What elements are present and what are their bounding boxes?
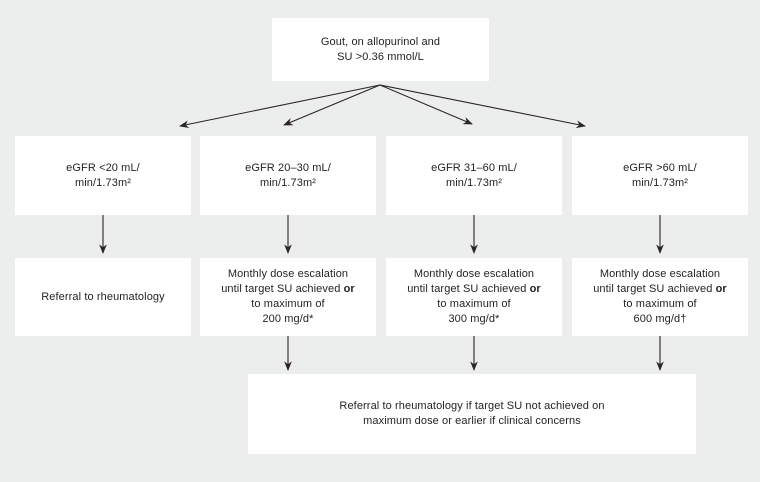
egfr-31-60-line1: eGFR 31–60 mL/ bbox=[431, 161, 517, 174]
action-box-dose-200: Monthly dose escalation until target SU … bbox=[200, 258, 376, 336]
dose-600-line2-text: until target SU achieved bbox=[593, 283, 713, 295]
dose-200-line4: 200 mg/d* bbox=[262, 313, 314, 325]
action-box-referral: Referral to rheumatology bbox=[15, 258, 191, 336]
dose-200-line3: to maximum of bbox=[251, 298, 325, 310]
top-condition-line2: SU >0.36 mmol/L bbox=[337, 50, 424, 63]
egfr-box-gt60: eGFR >60 mL/ min/1.73m² bbox=[572, 136, 748, 215]
egfr-20-30-line2: min/1.73m² bbox=[259, 176, 317, 189]
dose-200-line2: until target SU achieved or bbox=[221, 282, 355, 297]
dose-600-line2: until target SU achieved or bbox=[593, 282, 727, 297]
egfr-box-20-30: eGFR 20–30 mL/ min/1.73m² bbox=[200, 136, 376, 215]
dose-300-line2-text: until target SU achieved bbox=[407, 283, 527, 295]
arrow-top-to-egfr-gt60 bbox=[379, 84, 586, 129]
egfr-gt60-line1: eGFR >60 mL/ bbox=[623, 161, 697, 174]
dose-200-line1: Monthly dose escalation bbox=[227, 268, 349, 280]
egfr-lt20-line2: min/1.73m² bbox=[74, 176, 132, 189]
dose-200-line2-or: or bbox=[343, 283, 355, 295]
action-referral-text: Referral to rheumatology bbox=[41, 290, 165, 303]
egfr-box-lt20: eGFR <20 mL/ min/1.73m² bbox=[15, 136, 191, 215]
arrow-top-to-egfr-lt20 bbox=[179, 84, 381, 129]
egfr-lt20-line1: eGFR <20 mL/ bbox=[66, 161, 140, 174]
bottom-referral-box: Referral to rheumatology if target SU no… bbox=[248, 374, 696, 454]
dose-300-line2: until target SU achieved or bbox=[407, 282, 541, 297]
dose-300-line2-or: or bbox=[529, 283, 541, 295]
dose-200-line2-text: until target SU achieved bbox=[221, 283, 341, 295]
bottom-referral-line2: maximum dose or earlier if clinical conc… bbox=[363, 415, 581, 427]
arrow-top-to-egfr-20-30 bbox=[283, 84, 381, 126]
top-condition-box: Gout, on allopurinol and SU >0.36 mmol/L bbox=[272, 18, 489, 81]
dose-300-line4: 300 mg/d* bbox=[448, 313, 500, 325]
egfr-box-31-60: eGFR 31–60 mL/ min/1.73m² bbox=[386, 136, 562, 215]
bottom-referral-line1: Referral to rheumatology if target SU no… bbox=[339, 400, 605, 412]
dose-300-line1: Monthly dose escalation bbox=[413, 268, 535, 280]
dose-600-line2-or: or bbox=[715, 283, 727, 295]
egfr-gt60-line2: min/1.73m² bbox=[631, 176, 689, 189]
top-condition-line1: Gout, on allopurinol and bbox=[320, 35, 441, 48]
egfr-20-30-line1: eGFR 20–30 mL/ bbox=[245, 161, 331, 174]
arrow-top-to-egfr-31-60 bbox=[379, 84, 473, 125]
dose-600-line1: Monthly dose escalation bbox=[599, 268, 721, 280]
dose-600-line3: to maximum of bbox=[623, 298, 697, 310]
action-box-dose-300: Monthly dose escalation until target SU … bbox=[386, 258, 562, 336]
dose-600-line4: 600 mg/d† bbox=[633, 313, 687, 325]
action-box-dose-600: Monthly dose escalation until target SU … bbox=[572, 258, 748, 336]
dose-300-line3: to maximum of bbox=[437, 298, 511, 310]
egfr-31-60-line2: min/1.73m² bbox=[445, 176, 503, 189]
